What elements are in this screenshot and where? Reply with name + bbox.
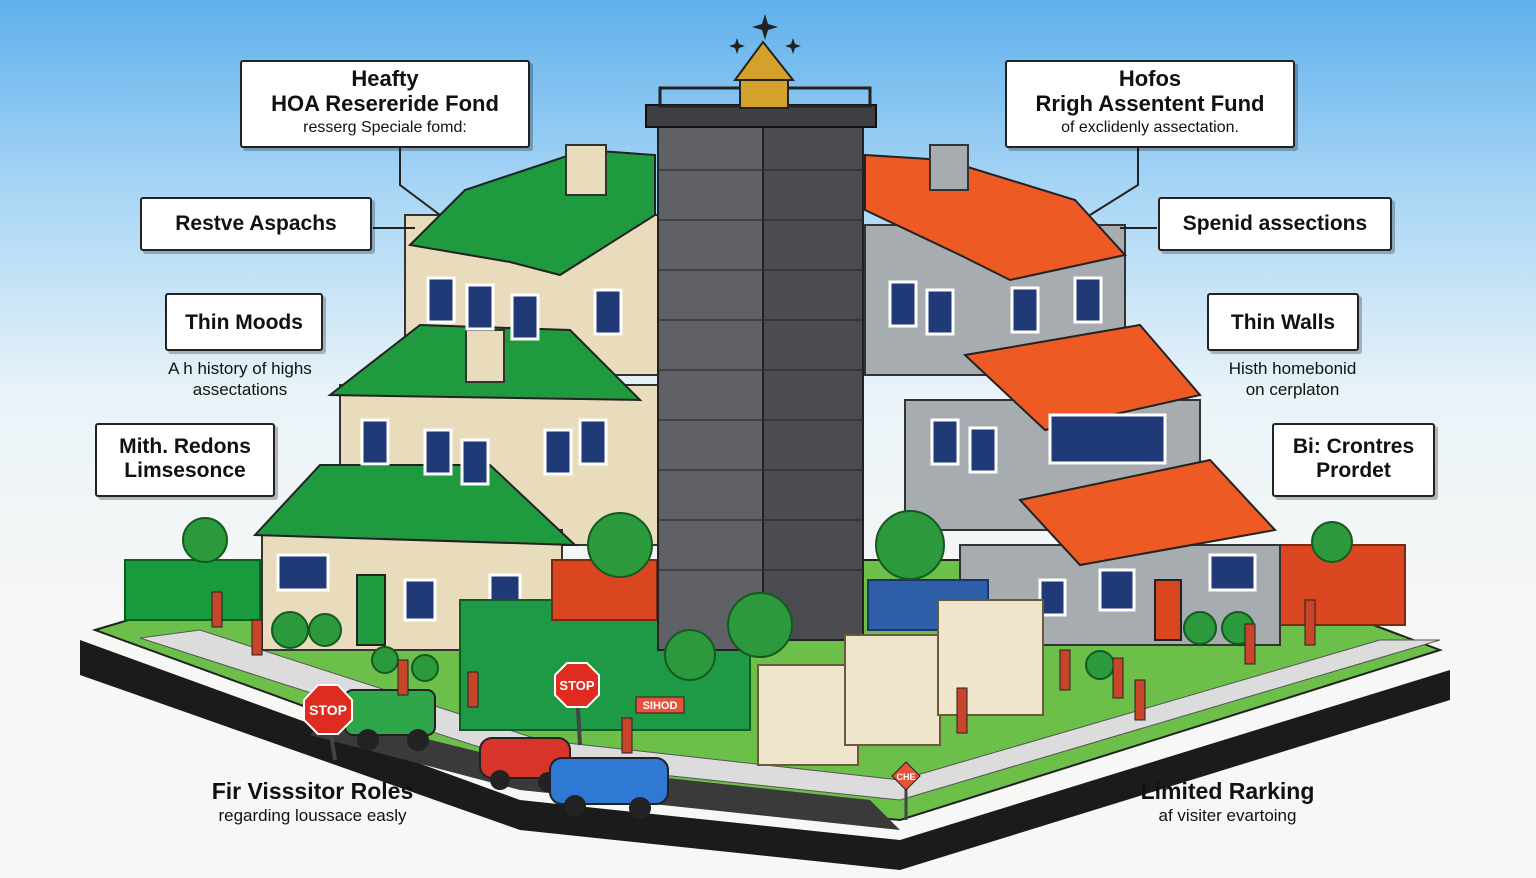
small-sign: SIHOD xyxy=(635,696,685,714)
note-histh-line2: on cerplaton xyxy=(1245,380,1340,400)
svg-text:CHE: CHE xyxy=(896,772,915,782)
left-fence xyxy=(124,559,261,621)
label-parking-line2: af visiter evartoing xyxy=(1158,805,1297,825)
left-door xyxy=(356,574,386,646)
right-roof-middle xyxy=(962,323,1202,432)
note-history-line1: A h history of highs xyxy=(168,359,312,378)
green-car xyxy=(344,689,436,751)
label-visitor-line2: regarding loussace easly xyxy=(218,805,407,825)
label-assess-line2: Rrigh Assentent Fund xyxy=(1035,91,1265,117)
label-visitor-line1: Fir Visssitor Roles xyxy=(211,778,414,804)
left-chimney-1 xyxy=(565,144,607,196)
label-hoa-line3: resserg Speciale fomd: xyxy=(303,118,467,136)
label-spenid-text: Spenid assections xyxy=(1182,212,1368,235)
note-history-line2: assectations xyxy=(192,380,288,400)
people xyxy=(211,591,1316,754)
label-parking-line1: Limited Rarking xyxy=(1140,778,1315,804)
label-assess-line1: Hofos xyxy=(1118,66,1182,91)
label-visitor-rules: Fir Visssitor Roles regarding loussace e… xyxy=(190,778,435,826)
ground-slab xyxy=(80,640,1450,870)
label-mith-line2: Limsesonce xyxy=(124,459,246,483)
note-histh-line1: Histh homebonid xyxy=(1228,359,1357,378)
left-roof-lower xyxy=(252,464,578,547)
label-thin-walls: Thin Walls xyxy=(1207,293,1359,351)
label-bi-line2: Prordet xyxy=(1316,459,1391,483)
leader-lines xyxy=(373,148,1157,229)
stop-sign-2: STOP xyxy=(554,662,600,746)
label-restve: Restve Aspachs xyxy=(140,197,372,251)
label-spenid: Spenid assections xyxy=(1158,197,1392,251)
label-assessment-fund: Hofos Rrigh Assentent Fund of exclidenly… xyxy=(1005,60,1295,148)
label-restve-text: Restve Aspachs xyxy=(175,212,337,235)
label-bi: Bi: Crontres Prordet xyxy=(1272,423,1435,497)
note-history: A h history of highs assectations xyxy=(145,358,335,401)
blue-car xyxy=(549,757,669,819)
label-bi-line1: Bi: Crontres xyxy=(1292,435,1415,458)
label-hoa-line1: Heafty xyxy=(351,66,419,91)
tower-right-face xyxy=(762,119,864,641)
paper-stacks xyxy=(757,599,1044,766)
label-thin-walls-text: Thin Walls xyxy=(1230,311,1336,334)
label-mith-line1: Mith. Redons xyxy=(119,435,251,458)
cupola xyxy=(733,40,796,81)
label-thin-moods-text: Thin Moods xyxy=(185,311,303,334)
label-limited-parking: Limited Rarking af visiter evartoing xyxy=(1120,778,1335,826)
label-hoa-reserve-fund: Heafty HOA Resereride Fond resserg Speci… xyxy=(240,60,530,148)
tower-bricks xyxy=(658,169,863,571)
stop-sign-1: STOP xyxy=(303,684,353,761)
label-hoa-line2: HOA Resereride Fond xyxy=(271,91,499,117)
right-chimney-1 xyxy=(929,144,969,191)
label-mith: Mith. Redons Limsesonce xyxy=(95,423,275,497)
right-roof-lower xyxy=(1018,458,1277,567)
cupola-base xyxy=(739,79,789,109)
sparkle-icons xyxy=(729,14,801,54)
svg-text:STOP: STOP xyxy=(559,678,594,693)
label-assess-line3: of exclidenly assectation. xyxy=(1061,118,1239,136)
right-door xyxy=(1154,579,1182,641)
right-windows xyxy=(888,276,1257,617)
left-chimney-2 xyxy=(465,329,505,383)
svg-text:SIHOD: SIHOD xyxy=(643,700,678,712)
bushes xyxy=(182,510,1353,682)
svg-text:STOP: STOP xyxy=(309,702,347,718)
pole-sign: CHE xyxy=(891,761,921,820)
note-histh: Histh homebonid on cerplaton xyxy=(1200,358,1385,401)
label-thin-moods: Thin Moods xyxy=(165,293,323,351)
left-windows xyxy=(276,276,623,622)
